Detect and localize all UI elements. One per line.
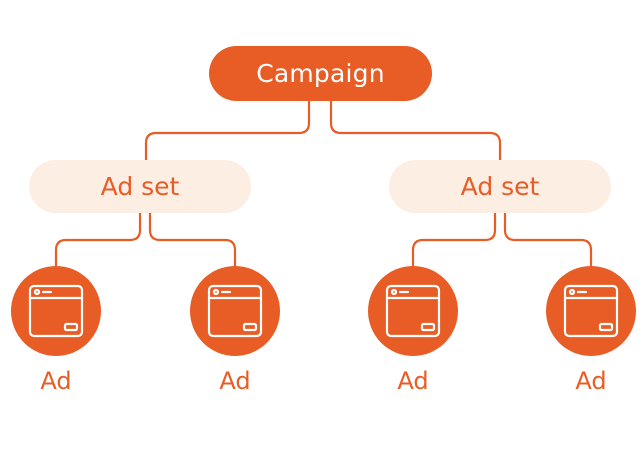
ad-label: Ad <box>397 367 429 395</box>
ad-window-icon <box>190 266 280 356</box>
ad-node-4 <box>546 266 636 356</box>
ad-circle-background <box>368 266 458 356</box>
ad-set-label: Ad set <box>100 172 180 201</box>
ad-window-icon <box>11 266 101 356</box>
ad-label: Ad <box>575 367 607 395</box>
ad-circle-background <box>546 266 636 356</box>
connector-campaign-adset-left <box>144 99 311 162</box>
ad-window-glyph <box>385 284 441 338</box>
ad-window-glyph <box>207 284 263 338</box>
ad-node-3 <box>368 266 458 356</box>
ad-set-node-left: Ad set <box>29 160 251 213</box>
ad-node-2 <box>190 266 280 356</box>
ad-window-glyph <box>563 284 619 338</box>
ad-label: Ad <box>40 367 72 395</box>
ad-window-icon <box>368 266 458 356</box>
ad-set-label: Ad set <box>460 172 540 201</box>
connector-adset-right-ad-3 <box>411 211 497 268</box>
connector-adset-left-ad-1 <box>54 211 142 268</box>
campaign-label: Campaign <box>256 59 385 88</box>
ad-circle-background <box>11 266 101 356</box>
ad-label: Ad <box>219 367 251 395</box>
ad-set-node-right: Ad set <box>389 160 611 213</box>
ad-node-1 <box>11 266 101 356</box>
ad-circle-background <box>190 266 280 356</box>
connector-adset-right-ad-4 <box>503 211 593 268</box>
connector-adset-left-ad-2 <box>148 211 237 268</box>
campaign-node: Campaign <box>209 46 432 101</box>
ad-window-glyph <box>28 284 84 338</box>
connector-campaign-adset-right <box>329 99 502 162</box>
ad-window-icon <box>546 266 636 356</box>
